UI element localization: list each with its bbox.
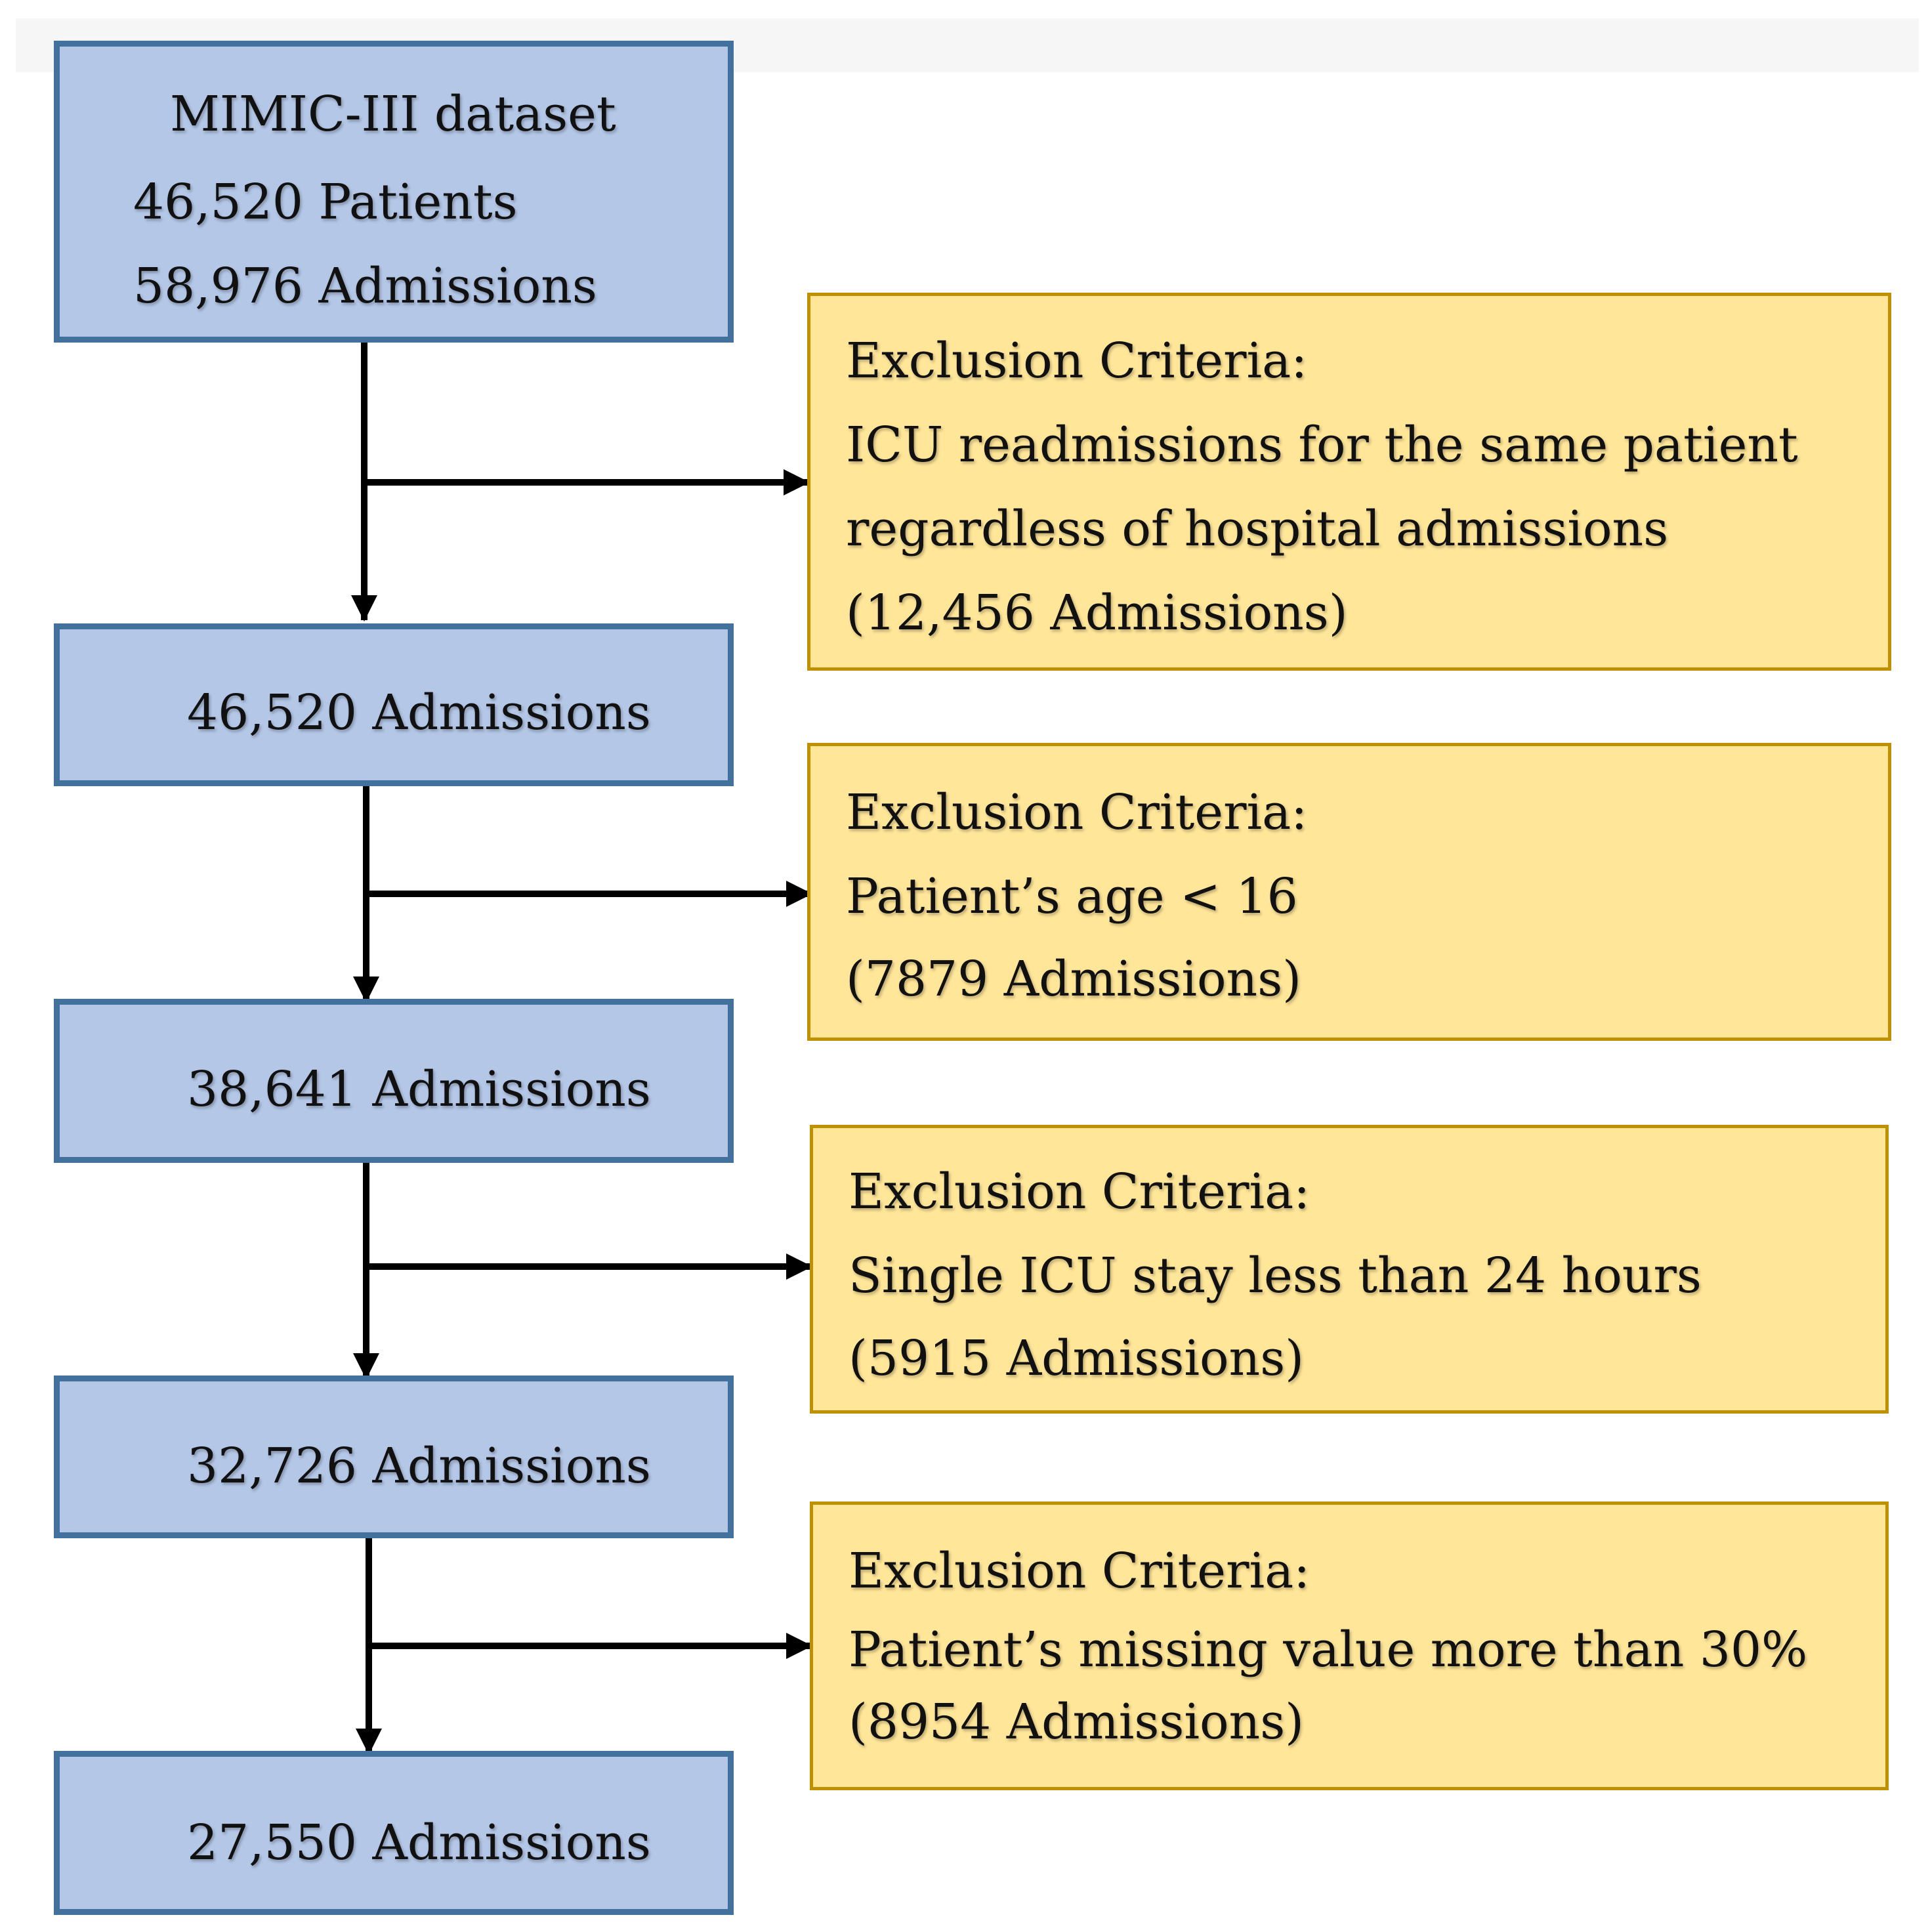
exclusion-1-criterion-line-1: ICU readmissions for the same patient (846, 417, 1798, 473)
exclusion-box-4: Exclusion Criteria: Patient’s missing va… (810, 1502, 1889, 1790)
exclusion-4-heading: Exclusion Criteria: (849, 1543, 1311, 1599)
exclusion-1-heading: Exclusion Criteria: (846, 333, 1308, 389)
stage-dataset-title: MIMIC-III dataset (170, 86, 616, 142)
exclusion-1-criterion-line-2: regardless of hospital admissions (846, 501, 1669, 557)
stage-box-4: 32,726 Admissions (54, 1376, 734, 1538)
exclusion-box-2: Exclusion Criteria: Patient’s age < 16 (… (807, 743, 1891, 1041)
stage-2-count: 46,520 Admissions (187, 684, 651, 741)
exclusion-3-criterion: Single ICU stay less than 24 hours (849, 1248, 1702, 1304)
stage-5-count: 27,550 Admissions (187, 1815, 651, 1871)
stage-4-count: 32,726 Admissions (187, 1438, 651, 1494)
exclusion-box-1: Exclusion Criteria: ICU readmissions for… (807, 293, 1891, 671)
exclusion-1-count: (12,456 Admissions) (846, 585, 1348, 641)
stage-3-count: 38,641 Admissions (187, 1061, 651, 1118)
exclusion-4-count: (8954 Admissions) (849, 1694, 1305, 1750)
stage-box-5: 27,550 Admissions (54, 1751, 734, 1915)
stage-box-dataset: MIMIC-III dataset 46,520 Patients 58,976… (54, 41, 734, 343)
exclusion-2-count: (7879 Admissions) (846, 951, 1302, 1007)
exclusion-4-criterion: Patient’s missing value more than 30% (849, 1622, 1808, 1678)
exclusion-box-3: Exclusion Criteria: Single ICU stay less… (810, 1125, 1889, 1414)
stage-box-2: 46,520 Admissions (54, 623, 734, 786)
stage-box-3: 38,641 Admissions (54, 999, 734, 1163)
exclusion-2-criterion: Patient’s age < 16 (846, 868, 1298, 925)
stage-dataset-patients: 46,520 Patients (133, 174, 518, 230)
exclusion-2-heading: Exclusion Criteria: (846, 784, 1308, 841)
stage-dataset-admissions: 58,976 Admissions (133, 258, 597, 314)
exclusion-3-heading: Exclusion Criteria: (849, 1164, 1311, 1220)
exclusion-3-count: (5915 Admissions) (849, 1330, 1305, 1387)
